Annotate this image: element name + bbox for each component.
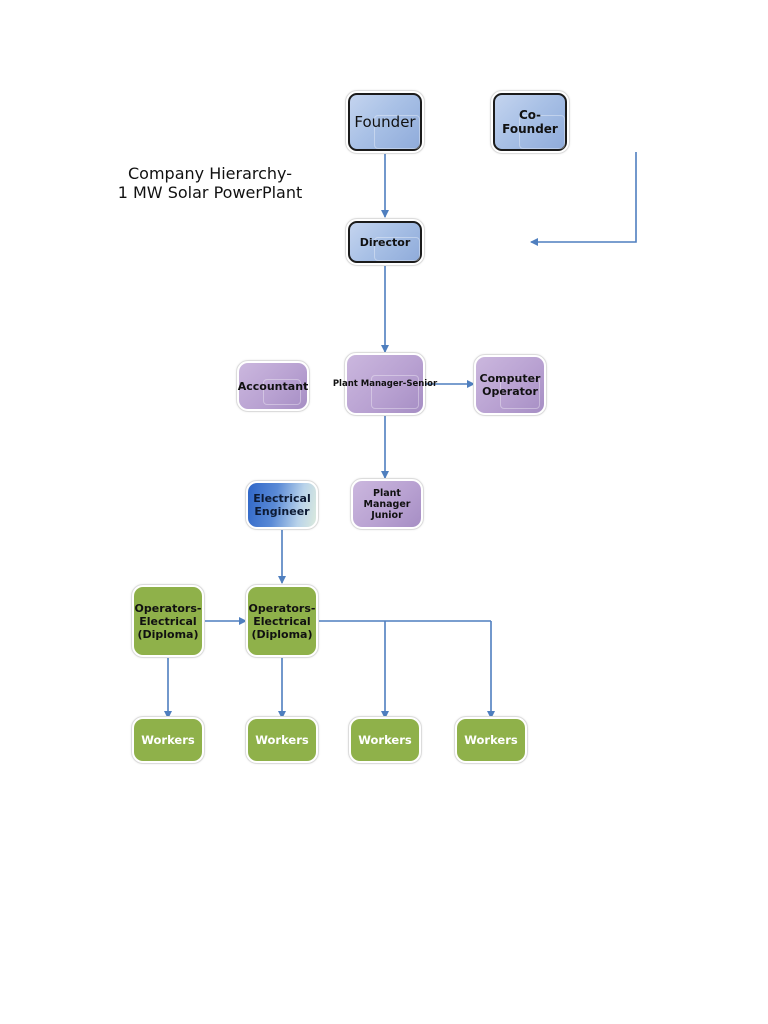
accountant-label: Accountant <box>237 379 309 393</box>
plant-manager-senior-label: Plant Manager-Senior <box>332 379 438 389</box>
connector-cofounder-director <box>530 152 637 246</box>
workers-4-label: Workers <box>464 733 518 747</box>
node-workers-1: Workers <box>134 719 202 761</box>
node-operators-left: Operators- Electrical (Diploma) <box>134 587 202 655</box>
operators-mid-label: Operators- Electrical (Diploma) <box>248 601 316 641</box>
operators-left-label: Operators- Electrical (Diploma) <box>134 601 202 641</box>
node-plant-manager-junior: Plant Manager Junior <box>353 481 421 527</box>
node-workers-4: Workers <box>457 719 525 761</box>
founder-label: Founder <box>354 113 416 131</box>
node-workers-2: Workers <box>248 719 316 761</box>
workers-1-label: Workers <box>141 733 195 747</box>
computer-operator-label: Computer Operator <box>479 372 541 398</box>
node-cofounder: Co- Founder <box>493 93 567 151</box>
node-founder: Founder <box>348 93 422 151</box>
node-operators-mid: Operators- Electrical (Diploma) <box>248 587 316 655</box>
title-line-1: Company Hierarchy- <box>127 164 293 183</box>
electrical-engineer-label: Electrical Engineer <box>253 492 311 518</box>
node-electrical-engineer: Electrical Engineer <box>248 483 316 527</box>
node-plant-manager-senior: Plant Manager-Senior <box>333 355 437 413</box>
workers-3-label: Workers <box>358 733 412 747</box>
workers-2-label: Workers <box>255 733 309 747</box>
node-director: Director <box>348 221 422 263</box>
diagram-title: Company Hierarchy- 1 MW Solar PowerPlant <box>100 164 320 202</box>
node-accountant: Accountant <box>237 363 309 409</box>
cofounder-label: Co- Founder <box>502 108 558 136</box>
node-workers-3: Workers <box>351 719 419 761</box>
title-line-2: 1 MW Solar PowerPlant <box>117 183 303 202</box>
node-computer-operator: Computer Operator <box>476 357 544 413</box>
plant-manager-junior-label: Plant Manager Junior <box>363 487 411 521</box>
director-label: Director <box>359 235 411 249</box>
